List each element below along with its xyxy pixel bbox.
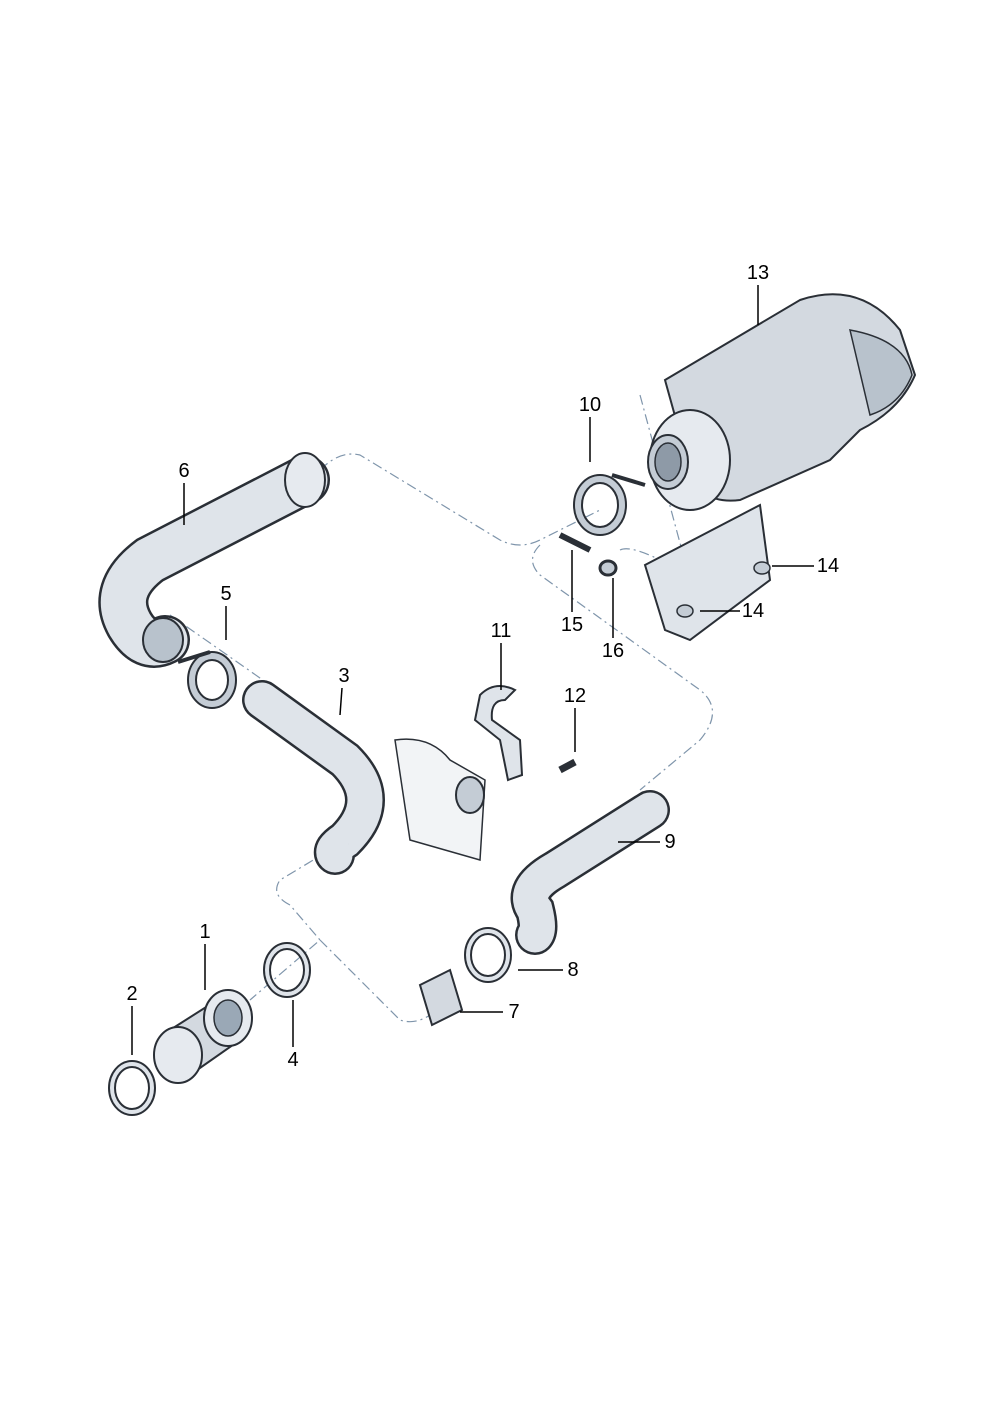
callout-9[interactable]: 9 — [664, 831, 676, 853]
callout-4[interactable]: 4 — [287, 1049, 299, 1071]
rubber-mounts — [676, 561, 771, 618]
intake-hose-3 — [242, 680, 385, 875]
callout-1[interactable]: 1 — [199, 921, 211, 943]
callout-11[interactable]: 11 — [490, 620, 512, 642]
callout-5[interactable]: 5 — [220, 583, 232, 605]
hose-clamp-5 — [177, 650, 237, 709]
bolt-12 — [558, 758, 577, 774]
callout-13[interactable]: 13 — [746, 262, 770, 284]
callout-7[interactable]: 7 — [508, 1001, 520, 1023]
throttle-body-engine — [394, 738, 486, 861]
callout-16[interactable]: 16 — [601, 640, 625, 662]
washer-16 — [598, 559, 618, 577]
callout-14-upper[interactable]: 14 — [816, 555, 840, 577]
intake-hose-6 — [98, 452, 330, 668]
throttle-flange — [455, 776, 485, 814]
callout-6[interactable]: 6 — [178, 460, 190, 482]
bracket-11 — [473, 685, 524, 782]
callout-8[interactable]: 8 — [567, 959, 579, 981]
callout-10[interactable]: 10 — [578, 394, 602, 416]
callout-12[interactable]: 12 — [563, 685, 587, 707]
air-filter-housing — [647, 293, 917, 511]
hose-clamp-10 — [573, 473, 646, 536]
mounting-bracket — [643, 503, 772, 642]
intake-hose-9 — [510, 790, 670, 955]
callout-2[interactable]: 2 — [126, 983, 138, 1005]
sleeve-7 — [418, 968, 464, 1027]
air-mass-meter-1 — [153, 989, 253, 1084]
callout-leaders — [131, 285, 814, 1055]
bolt-15 — [558, 532, 592, 553]
callout-15[interactable]: 15 — [560, 614, 584, 636]
callout-3[interactable]: 3 — [338, 665, 350, 687]
callout-14-lower[interactable]: 14 — [741, 600, 765, 622]
